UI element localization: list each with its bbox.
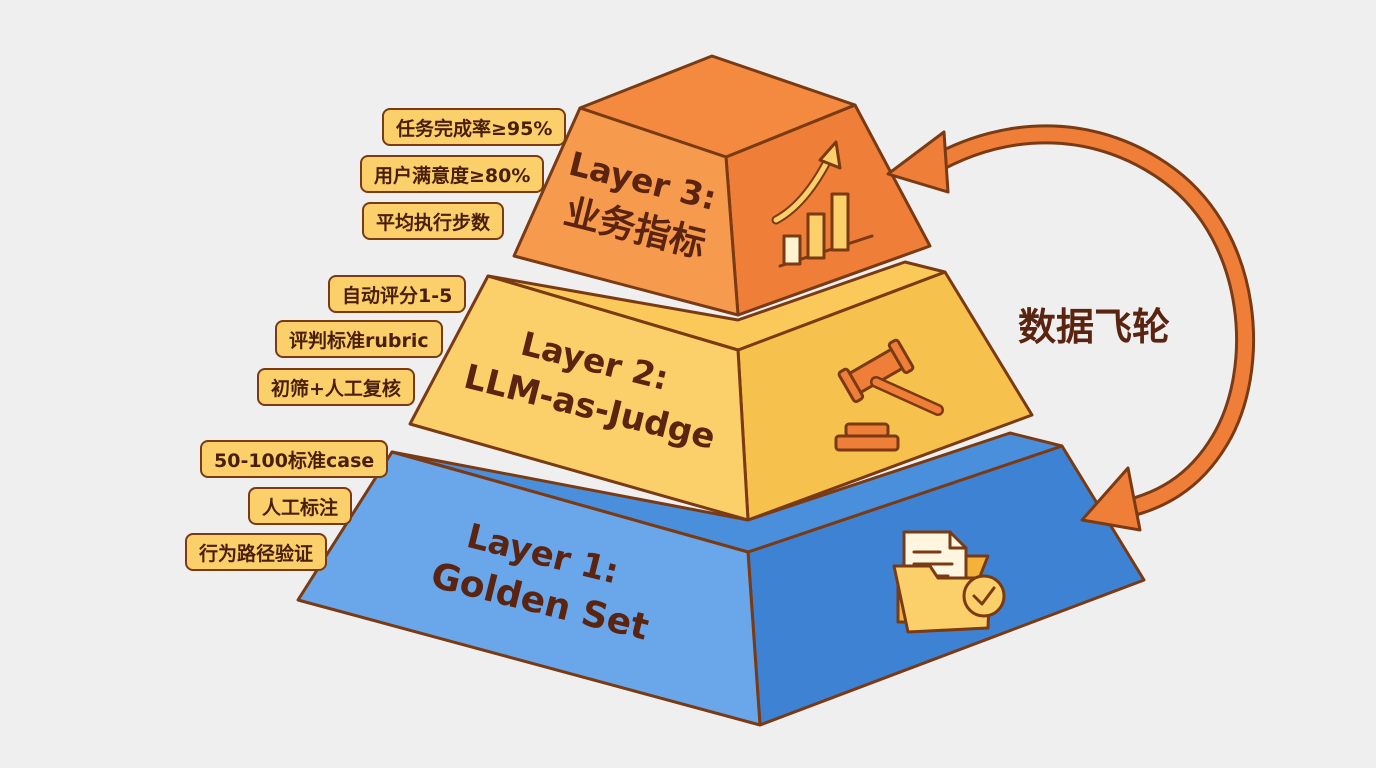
layer-2-tag-rubric: 评判标准rubric <box>275 320 443 358</box>
flywheel-arrowhead-top <box>886 130 950 194</box>
flywheel-arrow <box>886 124 1256 532</box>
folder-document-check-icon <box>892 530 1006 634</box>
layer-1-tag-path-verification: 行为路径验证 <box>185 533 328 571</box>
layer-2-block: Layer 2: LLM-as-Judge <box>408 260 1034 522</box>
layer-3-tag-user-satisfaction: 用户满意度≥80% <box>360 155 545 193</box>
flywheel-label: 数据飞轮 <box>1018 305 1171 349</box>
layer-2-tag-auto-score: 自动评分1-5 <box>328 275 467 313</box>
layer-2-front-face <box>408 274 750 522</box>
layer-3-block: Layer 3: 业务指标 <box>512 54 932 317</box>
layer-3-front-face <box>512 106 740 317</box>
layer-1-front-face <box>296 450 762 727</box>
bar-chart-growth-icon <box>771 140 874 268</box>
gavel-icon <box>834 338 944 452</box>
layer-1-block: Layer 1: Golden Set <box>296 431 1146 727</box>
layer-1-tag-human-annotation: 人工标注 <box>248 487 353 525</box>
layer-1-tag-standard-cases: 50-100标准case <box>200 440 389 478</box>
layer-2-tag-screening-review: 初筛+人工复核 <box>257 368 415 406</box>
layer-3-tag-task-completion: 任务完成率≥95% <box>382 108 567 146</box>
layer-3-tag-avg-steps: 平均执行步数 <box>362 202 505 240</box>
flywheel-arrowhead-bottom <box>1080 466 1142 532</box>
